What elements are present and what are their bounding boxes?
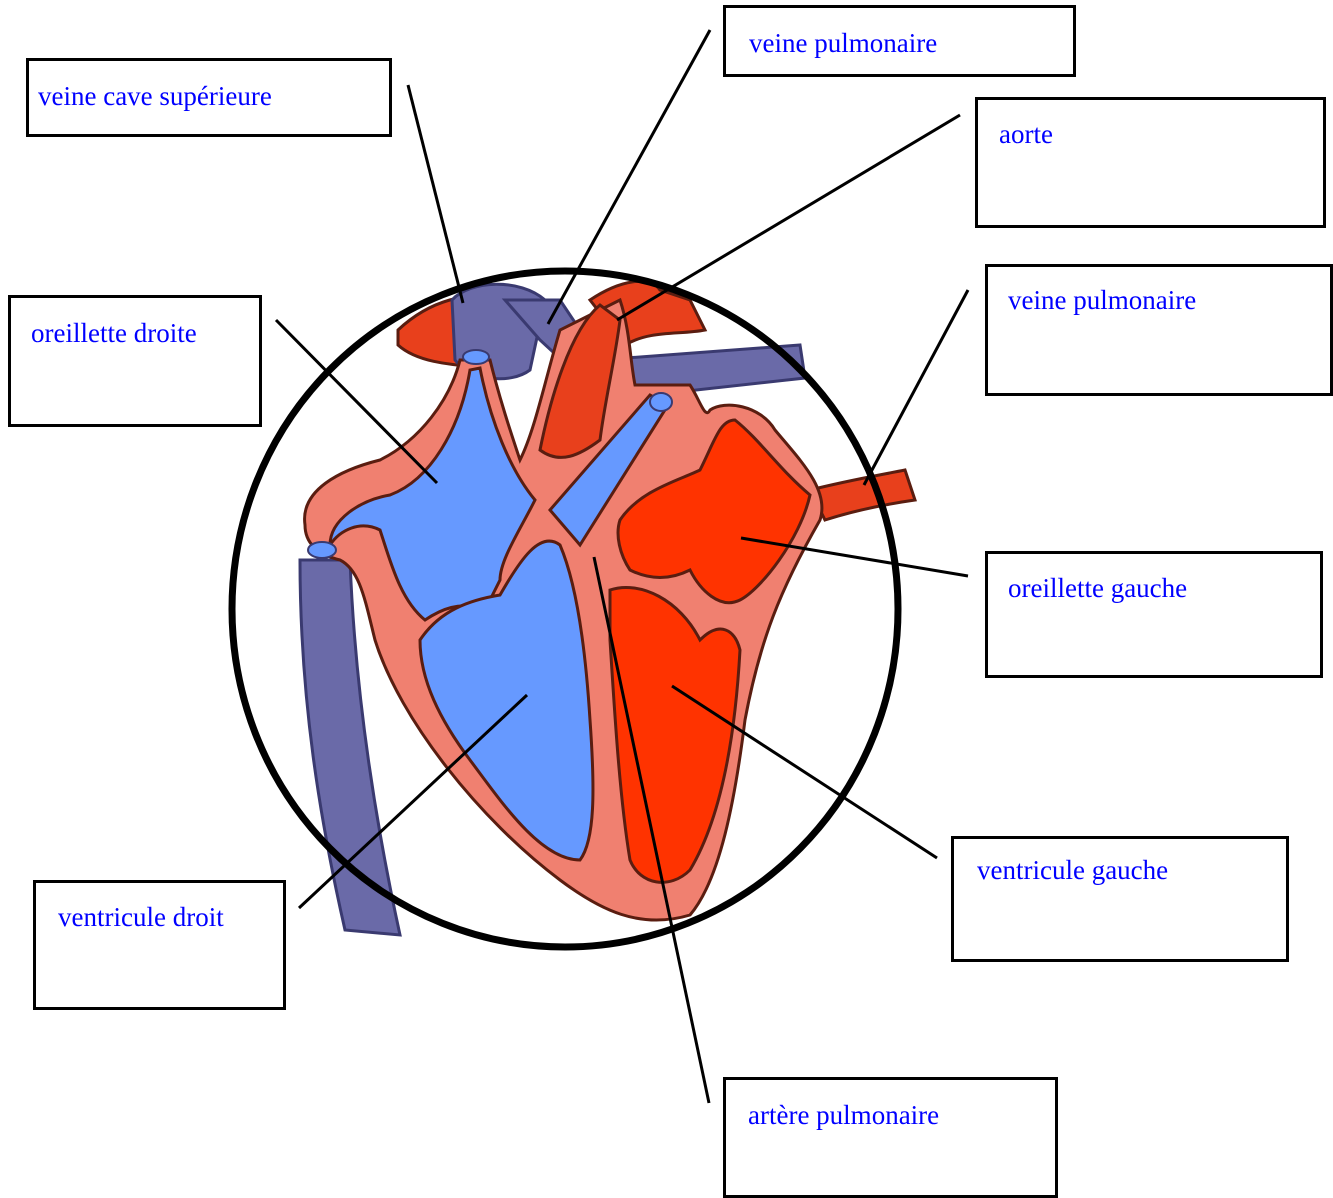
vein-opening-left [308, 542, 336, 558]
label-box-ventricule-droit: ventricule droit [33, 880, 286, 1010]
label-oreillette-gauche: oreillette gauche [1008, 573, 1187, 603]
label-box-veine-cave-superieure: veine cave supérieure [26, 58, 392, 137]
label-box-oreillette-droite: oreillette droite [8, 295, 262, 427]
label-box-ventricule-gauche: ventricule gauche [951, 836, 1289, 962]
label-aorte: aorte [999, 119, 1053, 149]
leader-aorte [617, 115, 960, 320]
label-ventricule-droit: ventricule droit [58, 902, 224, 932]
label-box-veine-pulmonaire-right: veine pulmonaire [985, 264, 1333, 396]
label-box-artere-pulmonaire: artère pulmonaire [723, 1077, 1058, 1198]
label-box-veine-pulmonaire-top: veine pulmonaire [723, 5, 1076, 77]
label-box-oreillette-gauche: oreillette gauche [985, 551, 1323, 678]
pulmonary-vein-right [810, 470, 915, 520]
artery-opening [650, 393, 672, 411]
label-veine-pulmonaire-right: veine pulmonaire [1008, 285, 1196, 315]
label-oreillette-droite: oreillette droite [31, 318, 197, 348]
label-ventricule-gauche: ventricule gauche [977, 855, 1168, 885]
label-veine-cave-superieure: veine cave supérieure [38, 81, 272, 111]
leader-vp2 [864, 290, 968, 485]
leader-vcs [408, 85, 463, 303]
label-veine-pulmonaire-top: veine pulmonaire [749, 28, 937, 58]
label-artere-pulmonaire: artère pulmonaire [748, 1100, 939, 1130]
vein-opening-top [463, 350, 489, 364]
label-box-aorte: aorte [975, 97, 1326, 228]
